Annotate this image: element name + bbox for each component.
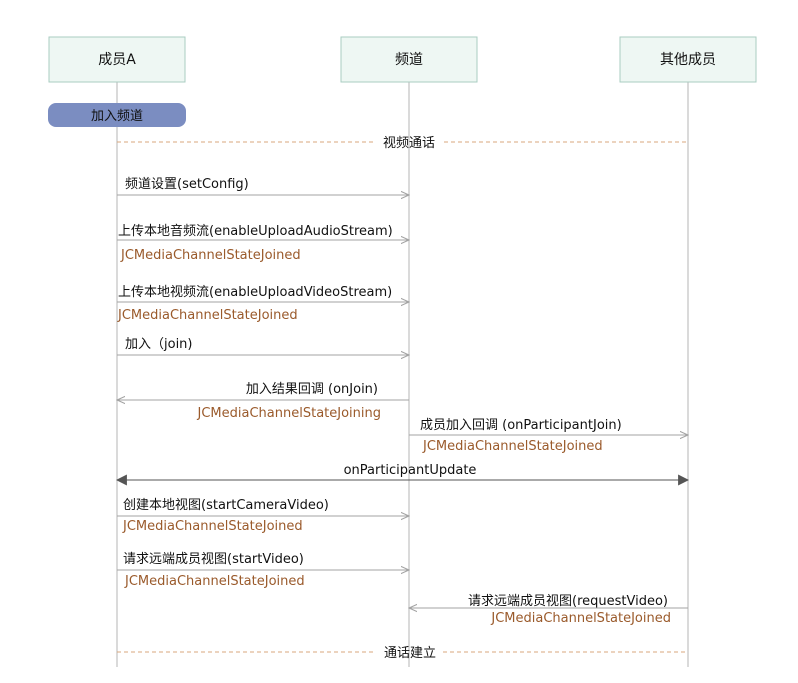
- message-label: 上传本地视频流(enableUploadVideoStream): [118, 285, 392, 300]
- state-label: JCMediaChannelStateJoined: [122, 519, 303, 534]
- message-enable-upload-video: 上传本地视频流(enableUploadVideoStream) JCMedia…: [117, 285, 409, 323]
- participant-channel: 频道: [340, 36, 478, 83]
- participant-a: 成员A: [48, 36, 186, 83]
- state-label: JCMediaChannelStateJoined: [117, 308, 298, 323]
- message-set-config: 频道设置(setConfig): [117, 177, 409, 195]
- section-call-established: 通话建立: [117, 646, 688, 661]
- join-channel-activation: 加入频道: [48, 103, 186, 127]
- state-label: JCMediaChannelStateJoined: [124, 574, 305, 589]
- section-video-call: 视频通话: [117, 136, 688, 151]
- participant-others-label: 其他成员: [660, 52, 716, 68]
- state-label: JCMediaChannelStateJoined: [490, 611, 671, 626]
- participant-a-label: 成员A: [98, 52, 136, 68]
- message-label: 创建本地视图(startCameraVideo): [123, 498, 329, 513]
- message-on-join: 加入结果回调 (onJoin) JCMediaChannelStateJoini…: [117, 382, 409, 421]
- participant-channel-label: 频道: [395, 52, 423, 68]
- message-label: 频道设置(setConfig): [125, 177, 249, 192]
- message-label: 加入（join): [125, 337, 193, 352]
- section-video-call-label: 视频通话: [383, 136, 435, 151]
- join-channel-activation-label: 加入频道: [91, 109, 143, 124]
- message-label: 上传本地音频流(enableUploadAudioStream): [118, 223, 393, 239]
- message-label: 请求远端成员视图(startVideo): [123, 552, 304, 567]
- state-label: JCMediaChannelStateJoining: [197, 406, 381, 421]
- message-start-camera-video: 创建本地视图(startCameraVideo) JCMediaChannelS…: [117, 498, 409, 534]
- participant-others: 其他成员: [619, 36, 757, 83]
- message-label: onParticipantUpdate: [344, 463, 477, 478]
- message-label: 请求远端成员视图(requestVideo): [468, 594, 668, 609]
- state-label: JCMediaChannelStateJoined: [120, 248, 301, 263]
- message-enable-upload-audio: 上传本地音频流(enableUploadAudioStream) JCMedia…: [117, 223, 409, 263]
- message-label: 加入结果回调 (onJoin): [246, 382, 378, 397]
- message-join: 加入（join): [117, 337, 409, 355]
- message-on-participant-join: 成员加入回调 (onParticipantJoin) JCMediaChanne…: [409, 418, 688, 454]
- message-label: 成员加入回调 (onParticipantJoin): [420, 418, 622, 433]
- message-start-video: 请求远端成员视图(startVideo) JCMediaChannelState…: [117, 552, 409, 589]
- message-request-video: 请求远端成员视图(requestVideo) JCMediaChannelSta…: [409, 594, 688, 626]
- state-label: JCMediaChannelStateJoined: [422, 439, 603, 454]
- message-on-participant-update: onParticipantUpdate: [115, 463, 690, 486]
- section-call-established-label: 通话建立: [384, 646, 436, 661]
